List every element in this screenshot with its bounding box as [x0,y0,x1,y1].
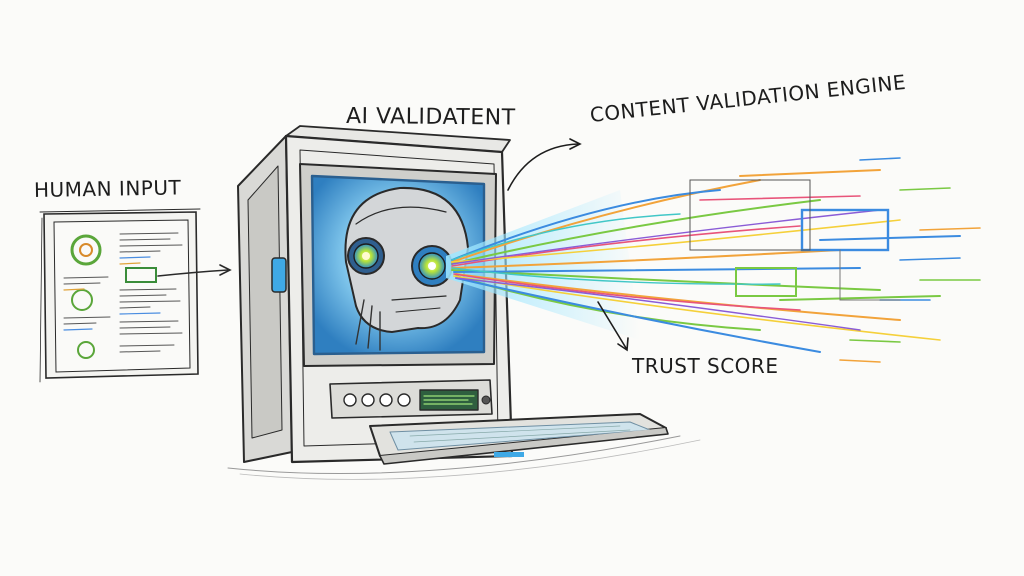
human-input-label: HUMAN INPUT [33,175,182,202]
ai-validator-label: AI VALIDATENT [345,104,516,131]
trust-score-label: TRUST SCORE [632,354,779,378]
robot-head [344,186,470,351]
arrows [507,138,629,352]
data-streams [451,157,981,363]
human-input-document [39,208,232,383]
